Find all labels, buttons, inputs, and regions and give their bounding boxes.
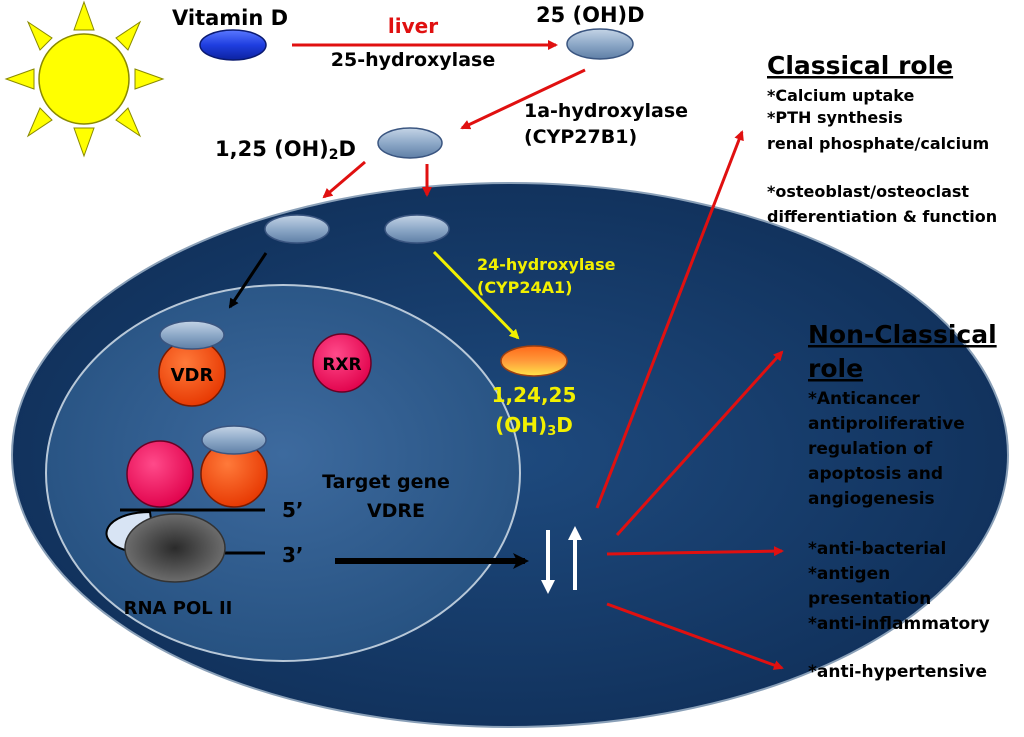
rxr-receptor: [312, 333, 372, 393]
intracellular-1-25-d-left: [264, 214, 330, 244]
non-classical-role-title-line2: role: [808, 354, 863, 383]
anti-bacterial-arrow: [606, 546, 784, 557]
non-classical-item: apoptosis and: [808, 464, 943, 484]
vdr-label: VDR: [171, 365, 214, 386]
three-prime-label: 3’: [282, 543, 304, 567]
nuclear-translocation-arrow: [228, 252, 268, 309]
non-classical-item: presentation: [808, 589, 931, 609]
rxr-bound-dna: [126, 440, 194, 508]
24-hydroxylation-arrow: [432, 250, 520, 340]
non-classical-item: *Anticancer: [808, 389, 920, 409]
classical-role-arrow: [595, 130, 744, 509]
25-hydroxylase-label: 25-hydroxylase: [331, 49, 495, 71]
non-classical-item: angiogenesis: [808, 489, 935, 509]
1-24-25-label: 1,24,25: [492, 383, 577, 407]
rna-pol-ii-label: RNA POL II: [124, 598, 233, 619]
1-25-oh2-d-label: 1,25 (OH)2D: [215, 137, 356, 163]
non-classical-item: *anti-inflammatory: [808, 614, 990, 634]
non-classical-item: *anti-bacterial: [808, 539, 946, 559]
non-classical-item: antiproliferative: [808, 414, 965, 434]
classical-item: *osteoblast/osteoclast: [767, 182, 969, 201]
cyp27b1-label: (CYP27B1): [524, 126, 637, 148]
intracellular-1-25-d-right: [384, 214, 450, 244]
liver-label: liver: [388, 14, 438, 38]
cell-entry-arrow-left: [322, 160, 366, 199]
1-25-oh2-d-molecule: [377, 127, 443, 159]
rxr-label: RXR: [322, 355, 361, 375]
24-hydroxylase-label: 24-hydroxylase: [477, 255, 616, 274]
classical-role-list: *Calcium uptake *PTH synthesis renal pho…: [767, 86, 997, 226]
non-classical-item: *antigen: [808, 564, 890, 584]
1a-hydroxylase-label: 1a-hydroxylase: [524, 100, 688, 122]
vdr-dna-ligand: [201, 425, 267, 455]
target-gene-label: Target gene: [322, 471, 450, 493]
vitamin-d-molecule: [199, 29, 267, 61]
non-classical-role-arrow: [615, 350, 784, 537]
non-classical-item: *anti-hypertensive: [808, 662, 987, 682]
oh3-d-label: (OH)3D: [495, 413, 573, 439]
sun-icon: [4, 0, 165, 158]
cyp24a1-label: (CYP24A1): [477, 278, 572, 297]
non-classical-role-list: *Anticancer antiproliferative regulation…: [808, 389, 990, 682]
vitamin-d-label: Vitamin D: [172, 6, 288, 30]
non-classical-role-title: Non-Classical: [808, 320, 997, 349]
classical-item: differentiation & function: [767, 207, 997, 226]
1a-hydroxylation-arrow: [460, 68, 586, 130]
1-24-25-oh3-d-molecule: [500, 345, 568, 377]
five-prime-label: 5’: [282, 498, 304, 522]
classical-item: renal phosphate/calcium: [767, 134, 989, 153]
classical-role-title: Classical role: [767, 51, 953, 80]
25-oh-d-molecule: [566, 28, 634, 60]
non-classical-item: regulation of: [808, 439, 933, 459]
anti-hypertensive-arrow: [606, 602, 784, 670]
vdre-label: VDRE: [367, 500, 425, 522]
25-oh-d-label: 25 (OH)D: [536, 3, 645, 27]
rna-polymerase-ii: [124, 513, 226, 583]
classical-item: *PTH synthesis: [767, 108, 903, 127]
vdr-bound-ligand: [159, 320, 225, 350]
classical-item: *Calcium uptake: [767, 86, 914, 105]
